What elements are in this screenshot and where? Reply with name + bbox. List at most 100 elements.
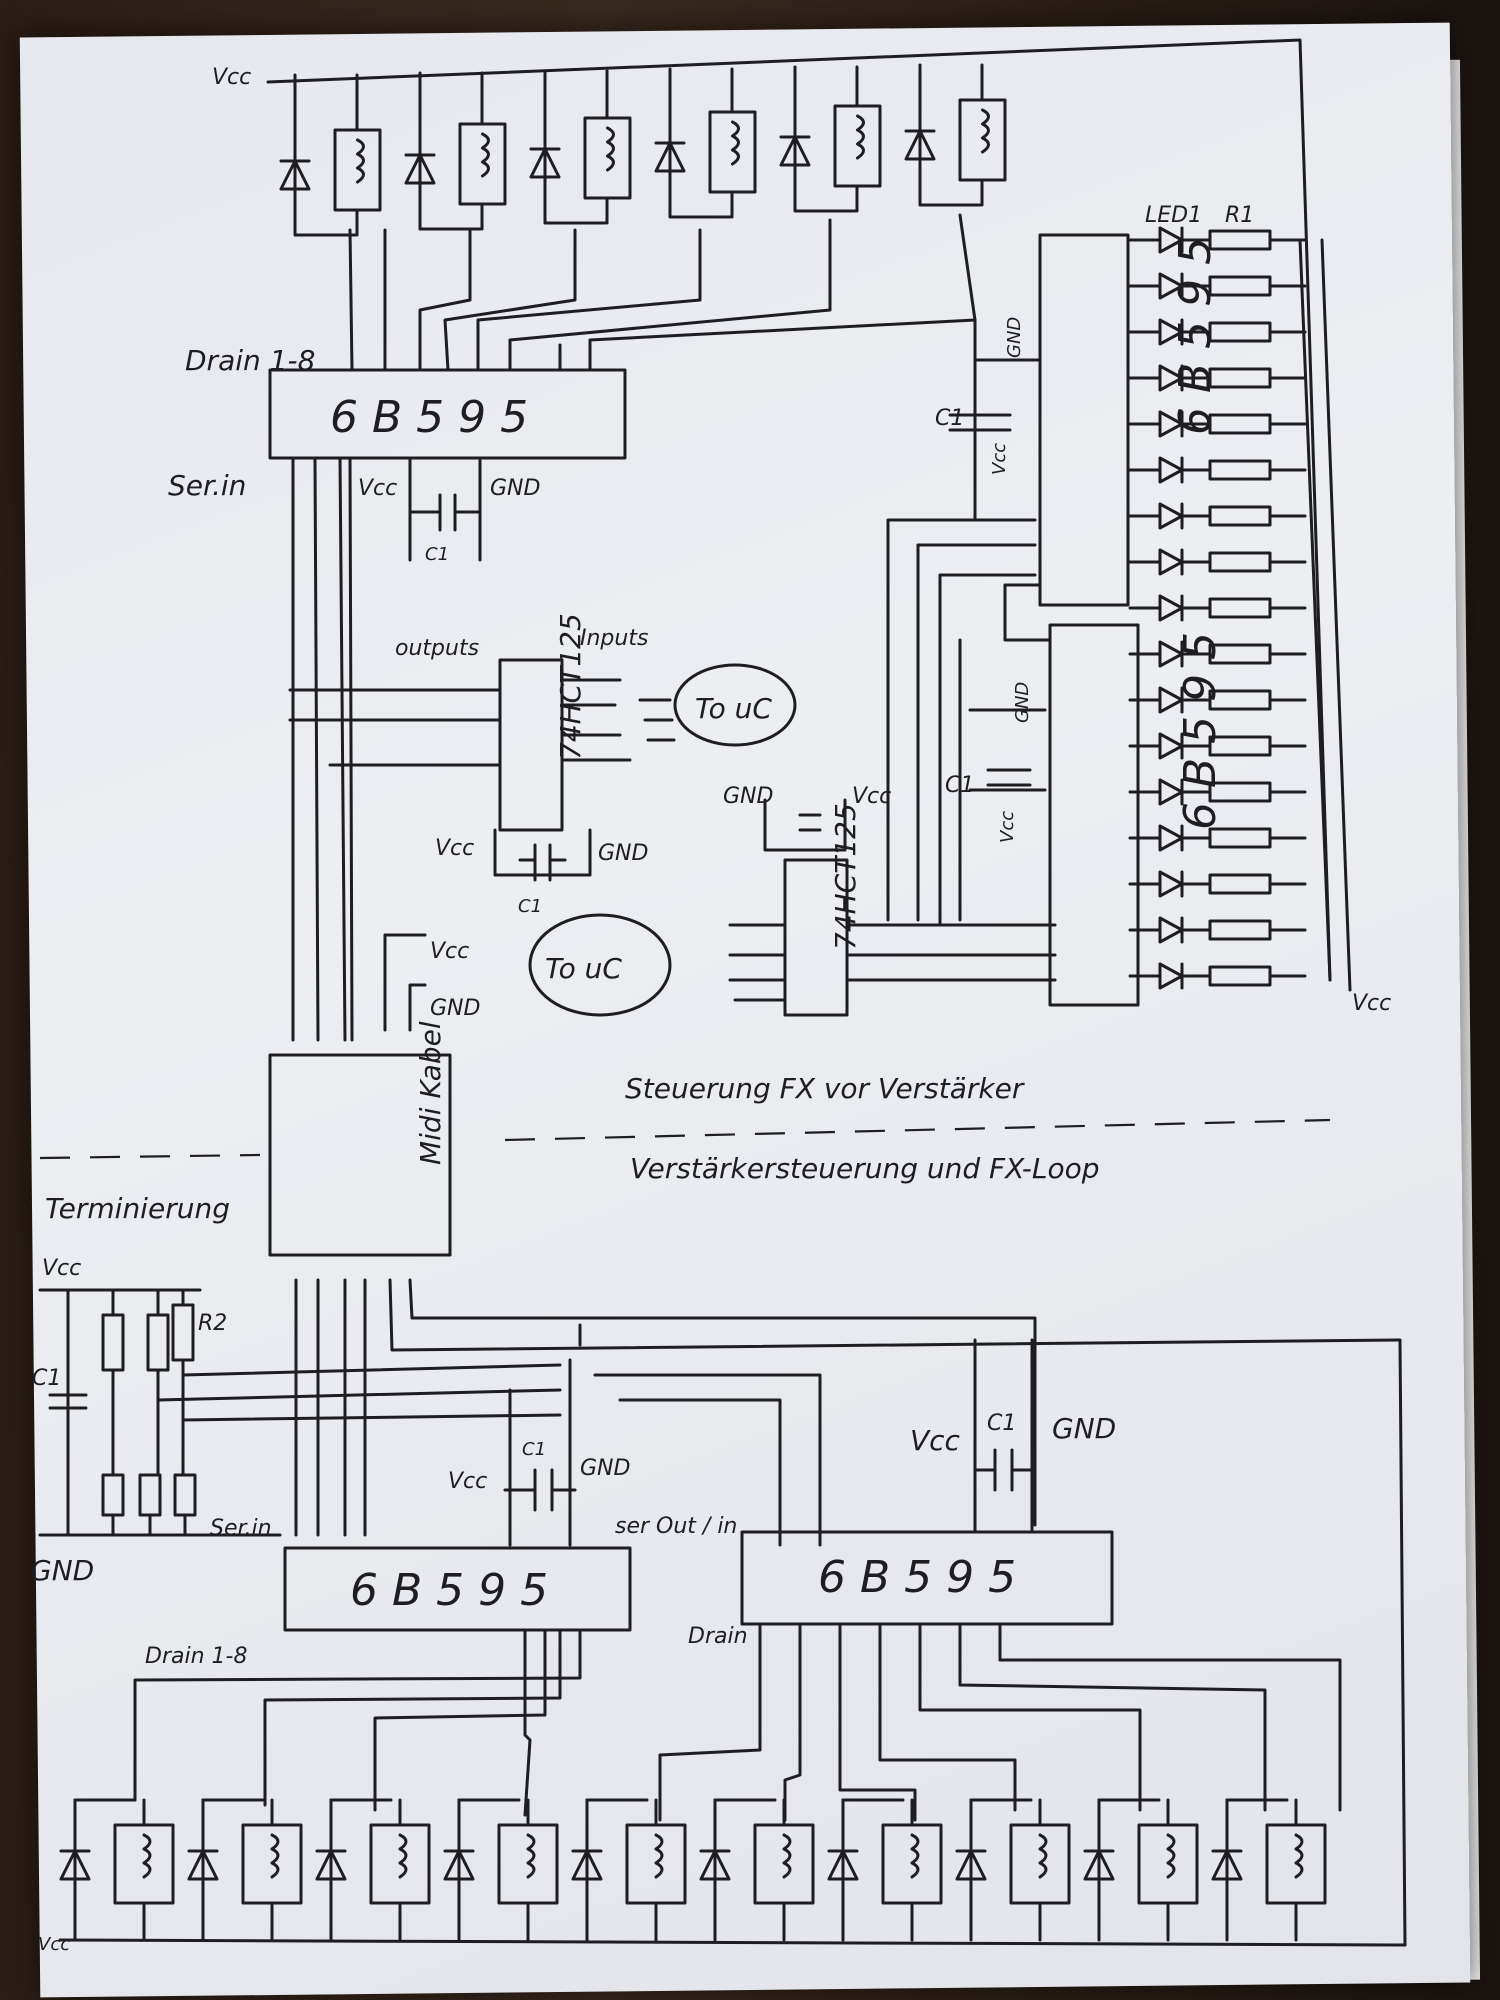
gnd-right-upper-label: GND (1004, 317, 1025, 358)
led-resistor-pair (1128, 778, 1307, 806)
gnd-c1-label: GND (490, 476, 540, 501)
relay-coil-icon (856, 114, 865, 160)
relay-unit-bottom (571, 1798, 687, 1942)
relay-coil-icon (1038, 1833, 1048, 1879)
led-icon (1158, 962, 1184, 990)
chip-bottom-left-label: 6B595 (350, 1565, 562, 1616)
relay-coil-box (958, 98, 1007, 182)
vcc-term-label: Vcc (42, 1256, 81, 1281)
relay-unit-top (654, 67, 757, 219)
gnd-bottom-right-label: GND (1052, 1412, 1116, 1445)
led-resistor-pair (1128, 548, 1307, 576)
buffer-middle-label: 74HCT125 (829, 803, 862, 950)
led-resistor-pair (1128, 318, 1307, 346)
relay-coil-box (708, 110, 757, 194)
relay-unit-bottom (1211, 1798, 1327, 1942)
drain-top-label: Drain 1-8 (185, 344, 315, 377)
buffer-upper-label: 74HCT125 (554, 613, 587, 760)
relay-coil-icon (526, 1833, 536, 1879)
diode-icon (443, 1849, 475, 1881)
led-icon (1158, 364, 1184, 392)
serin-bottom-label: Ser.in (210, 1516, 272, 1541)
led-resistor-pair (1128, 686, 1307, 714)
led-icon (1158, 272, 1184, 300)
relay-unit-bottom (1083, 1798, 1199, 1942)
chip-6b595-right-upper: 6B595 (1038, 223, 1221, 607)
diode-icon (654, 141, 686, 173)
drain-lines-bottom (133, 1622, 1342, 1822)
vcc-c1-label: Vcc (358, 476, 397, 501)
diode-icon (1083, 1849, 1115, 1881)
led-resistor-pair (1128, 916, 1307, 944)
led-resistor-pair (1128, 272, 1307, 300)
led-resistor-pair (1128, 410, 1307, 438)
vcc-bottom-label: Vcc (38, 1934, 70, 1955)
c1-bottom-right (973, 1338, 1034, 1534)
resistor-icon (1208, 551, 1272, 573)
c1-right-upper-label: C1 (935, 406, 964, 431)
led-resistor-ladder (1128, 226, 1307, 990)
vcc-right-bottom-label: Vcc (1352, 991, 1391, 1016)
vcc-right-upper-label: Vcc (989, 443, 1010, 475)
relay-coil-icon (270, 1833, 280, 1879)
right-rails (1298, 238, 1352, 992)
gnd-left-label: GND (430, 996, 480, 1021)
section-top-label: Steuerung FX vor Verstärker (625, 1072, 1025, 1105)
section-divider: Steuerung FX vor Verstärker Verstärkerst… (39, 1072, 1331, 1185)
diode-icon (904, 129, 936, 161)
bus-top-to-midi (291, 456, 354, 1042)
relay-coil-box (583, 116, 632, 200)
chip-top-label: 6B595 (330, 392, 542, 443)
relay-coil-icon (356, 138, 365, 184)
led-resistor-pair (1128, 226, 1307, 254)
vcc-buf-label: Vcc (435, 836, 474, 861)
led-icon (1158, 410, 1184, 438)
serout-in-label: ser Out / in (615, 1514, 737, 1539)
vcc-gnd-feed-left (383, 933, 427, 1032)
relay-coil-icon (481, 132, 490, 178)
gnd-buf-label: GND (598, 841, 648, 866)
diode-icon (315, 1849, 347, 1881)
relay-row-bottom (59, 1798, 1327, 1942)
relay-unit-top (779, 65, 882, 213)
relay-unit-top (279, 73, 382, 237)
c1-top-label: C1 (425, 544, 449, 565)
resistor-icon (1208, 505, 1272, 527)
bus-midi-to-bottom (294, 1278, 1407, 1947)
buffer-74hct125-upper: 74HCT125 (288, 613, 676, 882)
led-resistor-pair (1128, 732, 1307, 760)
led-icon (1158, 778, 1184, 806)
drain-bottom-left-label: Drain 1-8 (145, 1644, 247, 1669)
inputs-label: Inputs (580, 626, 648, 651)
vcc-mid-label: Vcc (852, 784, 891, 809)
vcc-bottom-right-label: Vcc (910, 1424, 961, 1457)
led-icon (1158, 824, 1184, 852)
relay-coil-icon (142, 1833, 152, 1879)
c1-term-label: C1 (32, 1366, 61, 1391)
led-icon (1158, 916, 1184, 944)
diode-icon (699, 1849, 731, 1881)
vcc-bottom-c1-label: Vcc (448, 1469, 487, 1494)
led-icon (1158, 686, 1184, 714)
chip-6b595-bottom-right: 6B595 (740, 1530, 1114, 1626)
serin-top-label: Ser.in (168, 469, 246, 502)
diode-icon (59, 1849, 91, 1881)
relay-wire (793, 65, 857, 213)
led-resistor-pair (1128, 640, 1307, 668)
diode-icon (955, 1849, 987, 1881)
relay-unit-bottom (187, 1798, 303, 1942)
resistor-icon (1208, 459, 1272, 481)
gnd-mid-label: GND (723, 784, 773, 809)
relay-coil-box (458, 122, 507, 206)
buffer-74hct125-middle: 74HCT125 (728, 518, 1057, 1017)
diode-icon (827, 1849, 859, 1881)
vcc-top-label: Vcc (212, 65, 251, 90)
drain-lines-top (348, 213, 977, 372)
relay-coil-icon (398, 1833, 408, 1879)
relay-coil-icon (731, 120, 740, 166)
relay-coil-icon (981, 108, 990, 154)
resistor-icon (1208, 873, 1272, 895)
outputs-label: outputs (395, 636, 479, 661)
relay-coil-icon (1166, 1833, 1176, 1879)
relay-unit-bottom (827, 1798, 943, 1942)
